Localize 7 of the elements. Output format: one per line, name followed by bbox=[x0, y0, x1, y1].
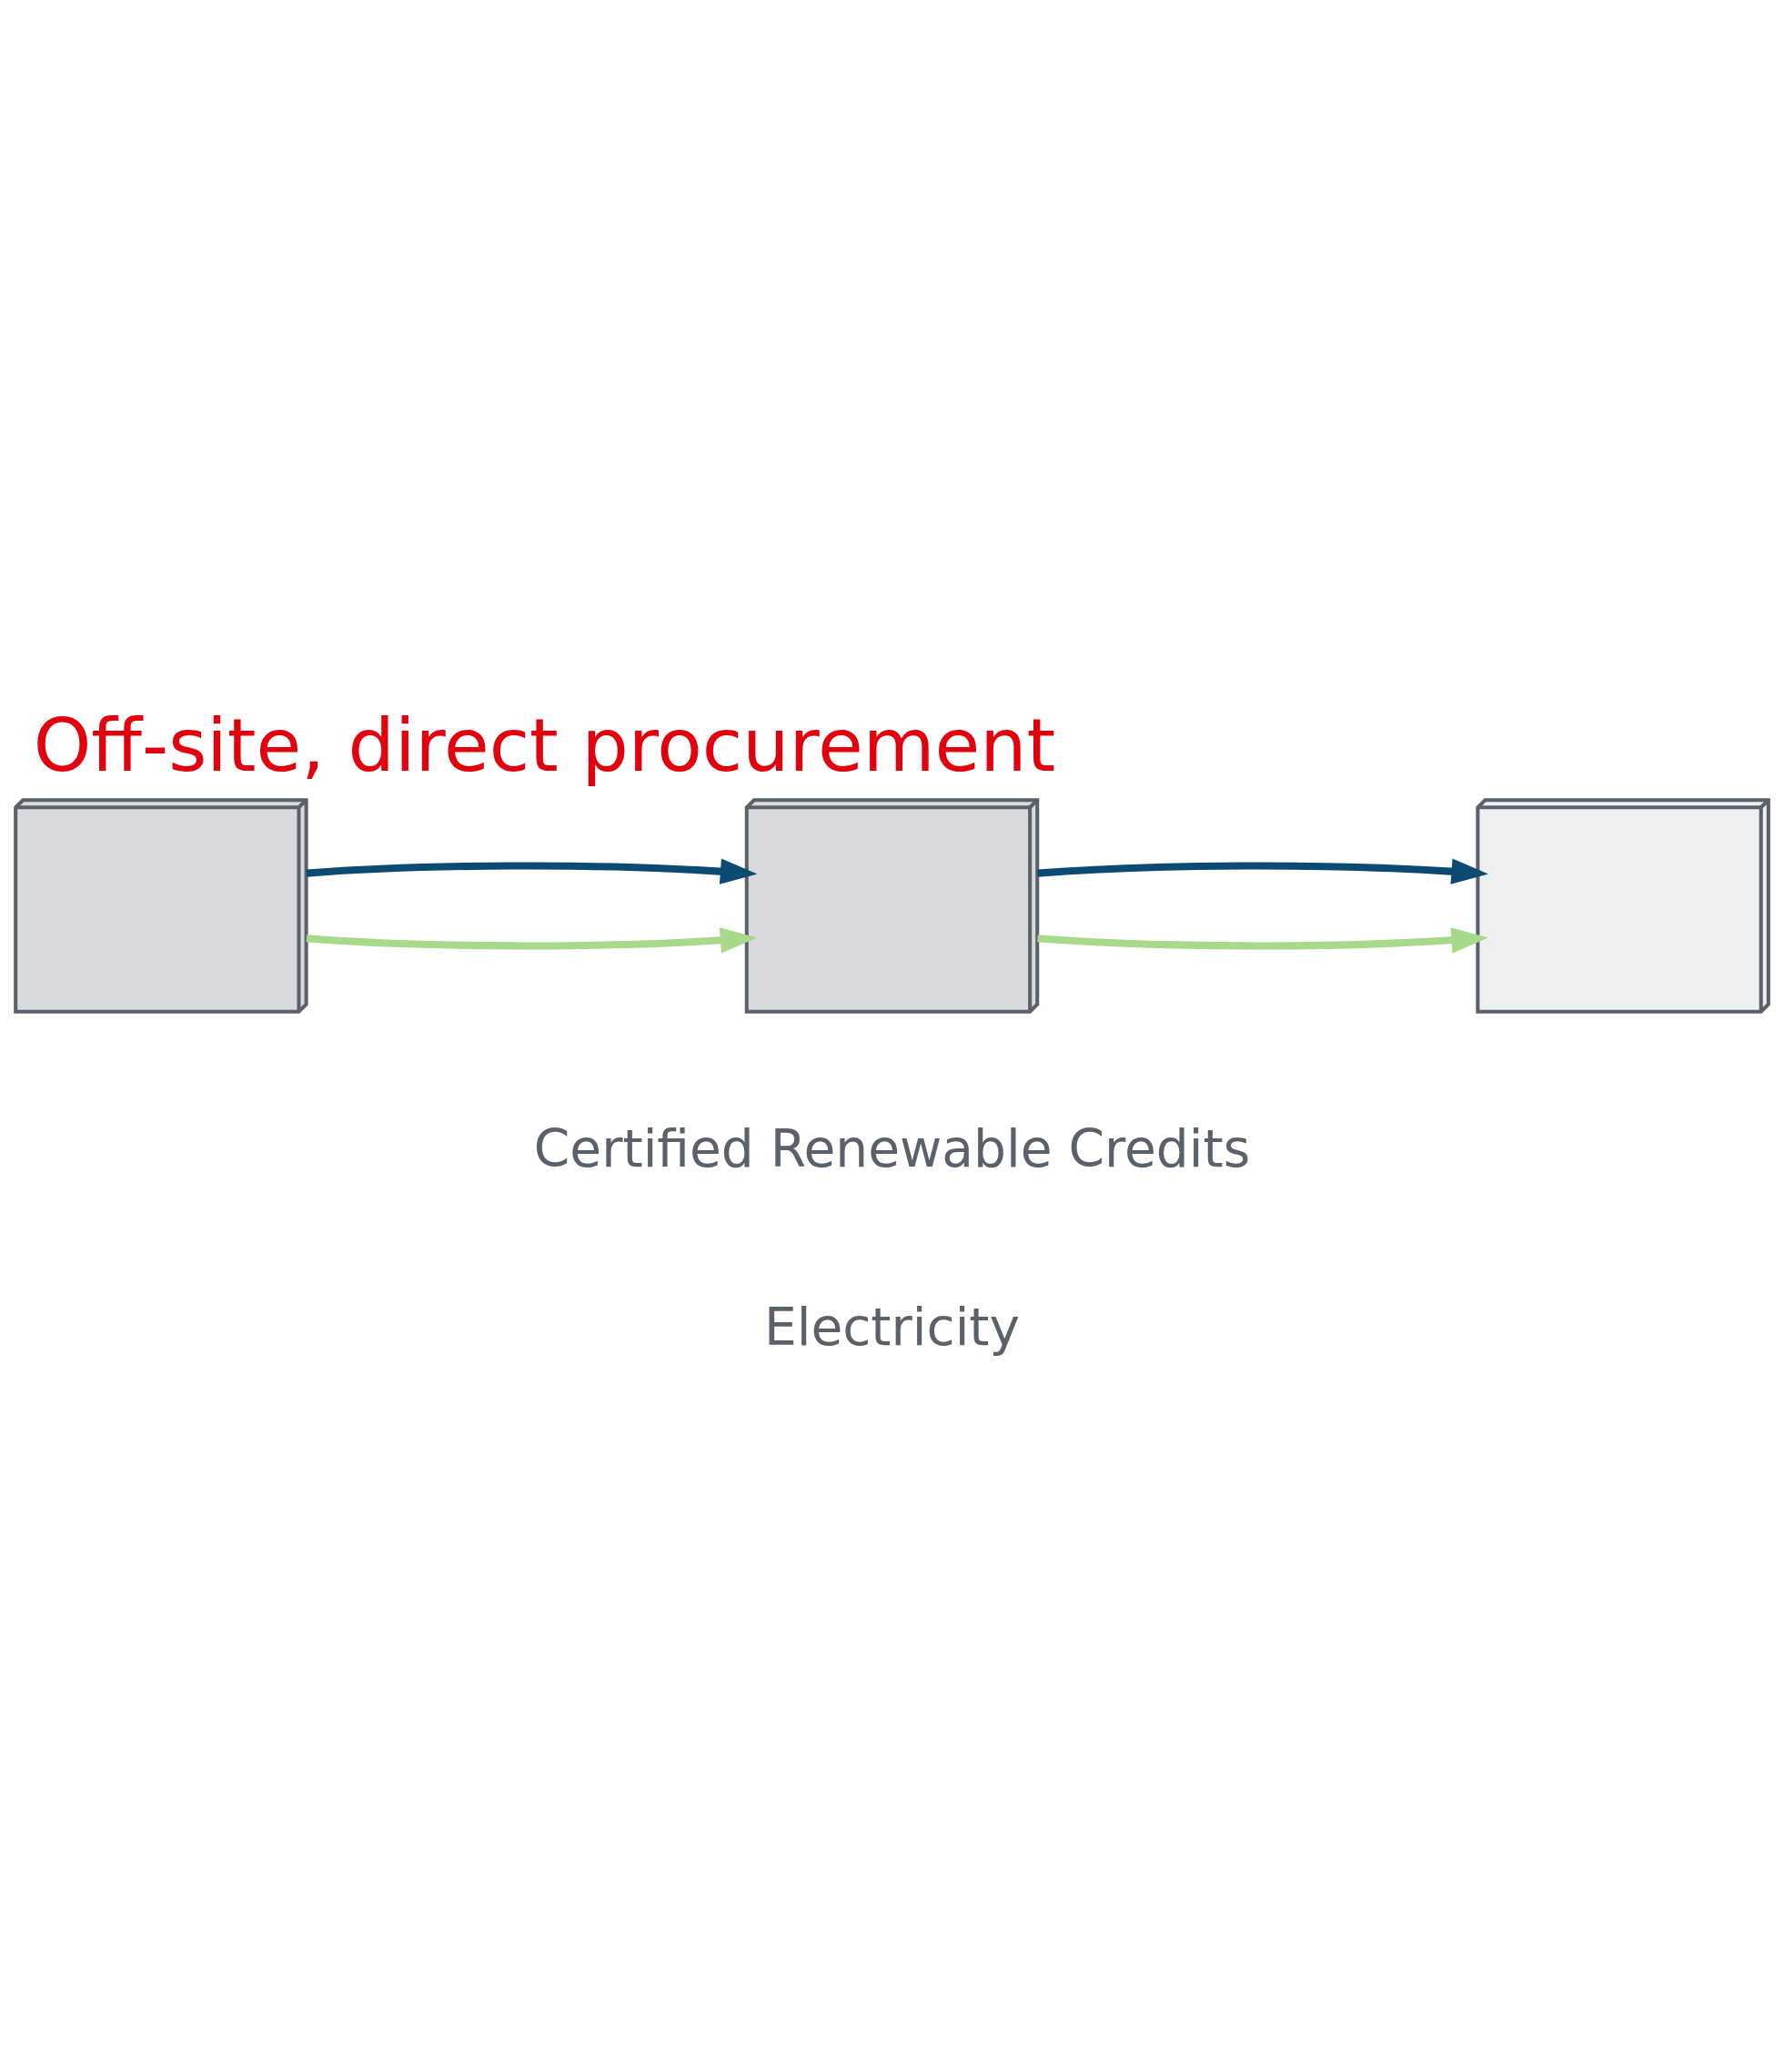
legend-label: Certified Renewable Credits bbox=[533, 1117, 1251, 1178]
diagram-title: Off-site, direct procurement bbox=[33, 702, 1056, 788]
arrow bbox=[306, 926, 758, 953]
arrow bbox=[306, 857, 758, 884]
arrow bbox=[1037, 857, 1488, 884]
arrow bbox=[1037, 926, 1488, 953]
legend-label: Electricity bbox=[763, 1296, 1021, 1357]
